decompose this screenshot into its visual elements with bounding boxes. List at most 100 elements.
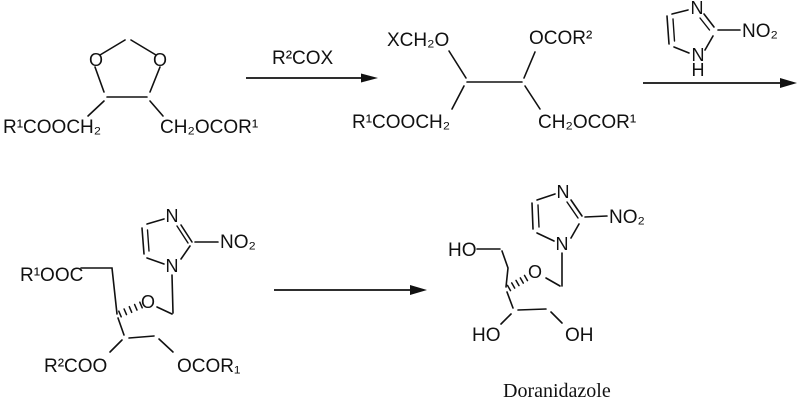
bond: [500, 313, 512, 325]
arrowhead: [780, 78, 797, 88]
bond: [448, 50, 467, 79]
bond: [517, 308, 547, 311]
imidazole-ring-bonds: [141, 218, 219, 265]
reaction-arrow-2: [643, 78, 797, 88]
substituent-label: OCOR²: [529, 28, 592, 49]
hashed-stereo-bond: [118, 301, 143, 318]
bond: [666, 15, 670, 45]
nitro-group-label: NO₂: [609, 207, 645, 228]
imidazole-ring-bonds: [531, 193, 608, 242]
bond: [536, 193, 556, 201]
hash-stroke: [133, 303, 138, 311]
hash-stroke: [139, 301, 143, 309]
hash-stroke: [118, 310, 122, 318]
bond: [141, 227, 145, 255]
hydroxyl-label: HO: [472, 325, 501, 346]
bond: [128, 335, 155, 339]
ring-nitrogen-label: N: [691, 0, 704, 18]
bond: [180, 224, 193, 243]
compound-4-doranidazole: HO O N N NO₂ HO OH Doranidazole: [448, 182, 645, 402]
bond: [109, 339, 123, 353]
ester-group-label: R¹OOC: [20, 265, 83, 286]
substituent-label: R¹COOCH₂: [352, 112, 450, 133]
nitro-group-label: NO₂: [742, 21, 778, 42]
hash-stroke: [128, 305, 133, 314]
reaction-arrow-3: [274, 285, 427, 295]
bond: [524, 85, 541, 110]
ether-oxygen-label: O: [528, 262, 542, 282]
dioxolane-ring-bonds: [87, 39, 164, 117]
double-bond-inner: [537, 204, 540, 228]
hash-stroke: [519, 277, 525, 284]
hash-stroke: [510, 282, 516, 289]
hash-stroke: [506, 284, 512, 292]
hydroxyl-label: HO: [448, 240, 477, 261]
double-bond-inner: [672, 18, 676, 42]
bond: [673, 46, 690, 54]
ester-group-label: R²COO: [44, 356, 107, 377]
chain-bonds: [80, 267, 174, 353]
bond: [146, 257, 165, 265]
ester-group-label: R¹COOCH₂: [3, 117, 101, 138]
bond: [523, 51, 536, 79]
bond: [570, 199, 583, 217]
ester-group-label: OCOR₁: [177, 356, 240, 377]
ring-nitrogen-label: N: [692, 45, 705, 65]
bond: [80, 267, 118, 315]
bond: [99, 39, 126, 56]
ring-oxygen-label: O: [89, 50, 103, 70]
ring-oxygen-label: O: [153, 50, 167, 70]
bond: [156, 306, 173, 315]
bond: [171, 274, 174, 314]
hashed-stereo-bond: [506, 274, 529, 292]
nh-hydrogen-label: H: [692, 60, 705, 80]
bond: [117, 317, 125, 336]
nitro-group-label: NO₂: [220, 232, 256, 253]
ring-nitrogen-label: N: [166, 206, 179, 226]
reagent-label: R²COX: [272, 48, 334, 69]
hydroxyl-label: OH: [565, 325, 594, 346]
bond: [671, 9, 689, 15]
bond: [506, 291, 514, 309]
bond: [531, 202, 534, 230]
double-bond-inner: [699, 17, 711, 31]
bond: [130, 39, 157, 56]
substituent-label: CH₂OCOR¹: [538, 112, 636, 133]
bond: [94, 66, 105, 93]
reagent-2-nitroimidazole: N N H NO₂: [666, 0, 778, 80]
bond: [703, 13, 715, 28]
bond: [536, 232, 555, 242]
ring-nitrogen-label: N: [556, 234, 569, 254]
bond: [501, 250, 509, 288]
ester-group-label: CH₂OCOR¹: [160, 117, 258, 138]
imidazole-ring-bonds: [666, 9, 741, 54]
substituent-label: XCH₂O: [387, 30, 449, 51]
bond: [180, 245, 191, 260]
compound-caption: Doranidazole: [503, 380, 611, 402]
bond: [451, 85, 465, 110]
bond: [584, 215, 608, 218]
bond: [550, 311, 563, 324]
arrowhead: [361, 73, 378, 83]
compound-1-dioxolane: O O R¹COOCH₂ CH₂OCOR¹: [3, 39, 258, 138]
bond: [570, 223, 580, 239]
chain-bonds: [476, 248, 563, 325]
double-bond-inner: [566, 201, 579, 219]
compound-2-bonds: [448, 50, 541, 110]
bond: [158, 338, 174, 353]
hash-stroke: [123, 308, 128, 316]
double-bond-inner: [176, 225, 189, 244]
bond: [87, 100, 105, 117]
hash-stroke: [515, 279, 520, 287]
compound-2-open-chain: XCH₂O OCOR² R¹COOCH₂ CH₂OCOR¹: [352, 28, 636, 133]
bond: [545, 277, 561, 287]
reaction-arrow-1: R²COX: [246, 48, 378, 83]
bond: [704, 35, 714, 51]
bond: [146, 218, 165, 225]
ether-oxygen-label: O: [141, 292, 155, 312]
compound-3-coupled-intermediate: R¹OOC N N NO₂ O R²COO OCOR₁: [20, 206, 256, 377]
arrowhead: [410, 285, 427, 295]
ring-nitrogen-label: N: [166, 256, 179, 276]
